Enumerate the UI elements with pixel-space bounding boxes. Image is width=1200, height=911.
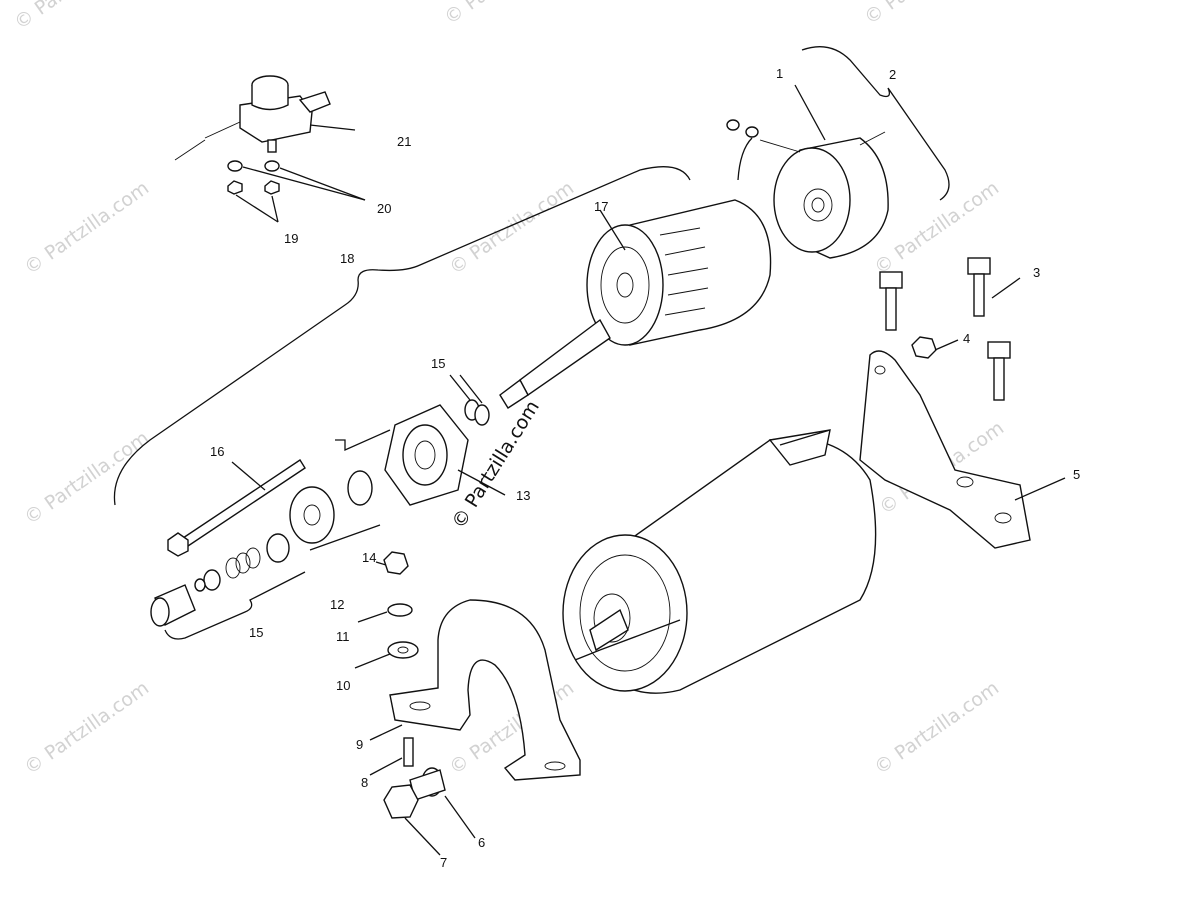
callout-8: 8 <box>361 775 368 790</box>
callout-labels: 1 2 3 4 5 6 7 8 9 10 11 12 13 14 15 15 1… <box>210 66 1080 870</box>
callout-6: 6 <box>478 835 485 850</box>
callout-12: 12 <box>330 597 344 612</box>
solenoid-part[interactable] <box>174 75 356 161</box>
watermark: © Partzilla.com <box>20 177 153 279</box>
watermark: © Partzilla.com <box>20 677 153 779</box>
drive-end-plate-part[interactable] <box>384 404 506 506</box>
mounting-bracket-part[interactable] <box>369 599 581 781</box>
stop-collar-part[interactable] <box>150 584 196 627</box>
callout-5: 5 <box>1073 467 1080 482</box>
drive-lower-group-bracket <box>164 571 306 640</box>
set-screw-part[interactable] <box>369 737 414 776</box>
callout-11: 11 <box>336 629 350 644</box>
watermark: © Partzilla.com <box>20 427 153 529</box>
callout-13: 13 <box>516 488 530 503</box>
flat-washer-part[interactable] <box>354 641 419 669</box>
spring-washer-part[interactable] <box>357 603 413 623</box>
callout-3: 3 <box>1033 265 1040 280</box>
armature-part[interactable] <box>499 199 772 409</box>
hex-nut-part[interactable] <box>911 336 959 359</box>
spring-part[interactable] <box>194 533 290 592</box>
motor-housing-part[interactable] <box>562 429 877 694</box>
pinion-gear-part[interactable] <box>289 470 373 544</box>
cap-screw-part[interactable] <box>879 257 1021 401</box>
callout-16: 16 <box>210 444 224 459</box>
callout-2: 2 <box>889 67 896 82</box>
callout-14: 14 <box>362 550 376 565</box>
callout-10: 10 <box>336 678 350 693</box>
end-cover-group-bracket <box>801 46 950 201</box>
watermark: © Partzilla.com <box>440 0 573 29</box>
watermark: © Partzilla.com <box>10 0 143 34</box>
through-bolt-part[interactable] <box>167 459 306 557</box>
end-cover-part[interactable] <box>726 84 889 259</box>
washer-nut-set[interactable] <box>227 160 366 223</box>
callout-17: 17 <box>594 199 608 214</box>
callout-7: 7 <box>440 855 447 870</box>
callout-9: 9 <box>356 737 363 752</box>
callout-4: 4 <box>963 331 970 346</box>
drive-group-outline <box>309 429 391 551</box>
watermark: © Partzilla.com <box>445 177 578 279</box>
support-bracket-part[interactable] <box>859 350 1066 549</box>
callout-21: 21 <box>397 134 411 149</box>
watermark: © Partzilla.com <box>870 677 1003 779</box>
hex-bolt-part[interactable] <box>383 769 446 856</box>
callout-20: 20 <box>377 201 391 216</box>
callout-19: 19 <box>284 231 298 246</box>
callout-15-drive: 15 <box>249 625 263 640</box>
callout-1: 1 <box>776 66 783 81</box>
callout-18: 18 <box>340 251 354 266</box>
callout-15-thrust-washers: 15 <box>431 356 445 371</box>
watermark: © Partzilla.com <box>860 0 993 29</box>
armature-group-bracket <box>113 166 691 506</box>
thrust-washer-pair[interactable] <box>449 374 490 426</box>
lock-nut-part[interactable] <box>375 551 409 575</box>
